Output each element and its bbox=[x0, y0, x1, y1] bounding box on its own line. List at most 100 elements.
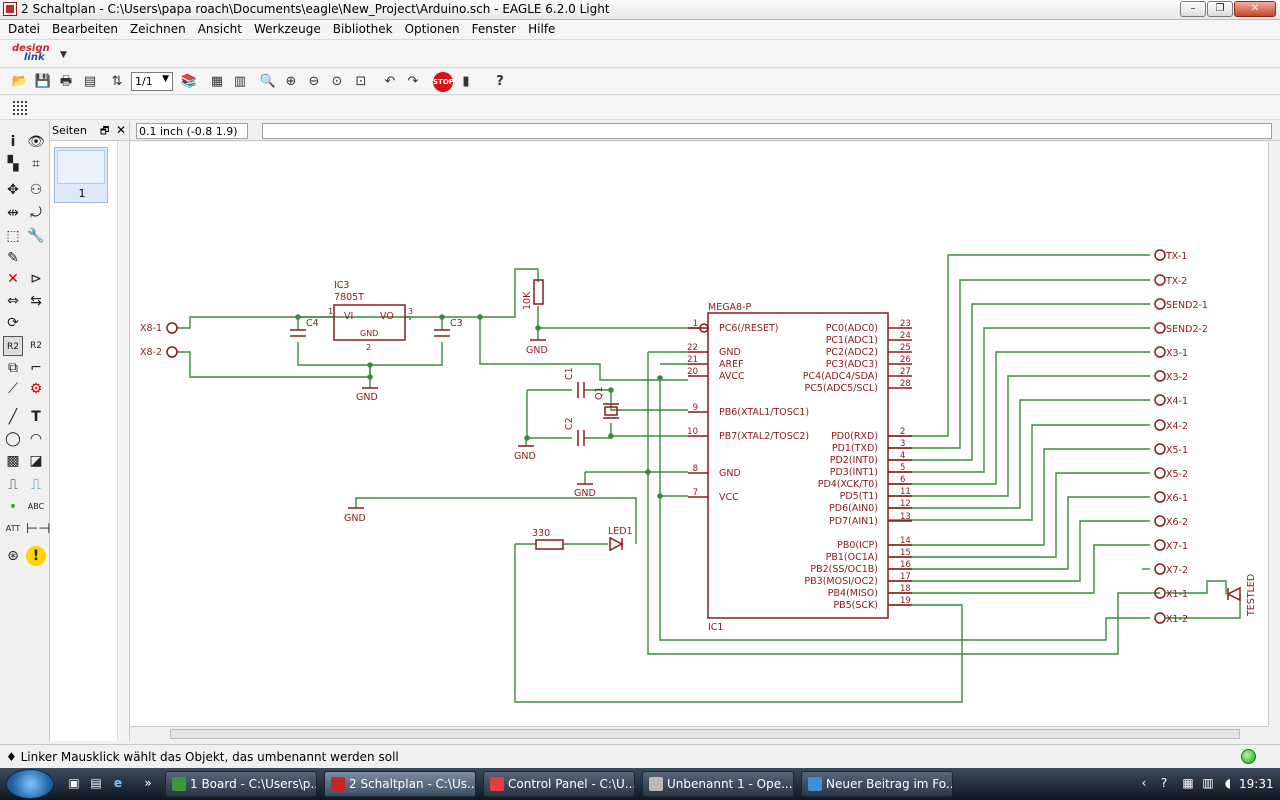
erc-icon[interactable]: ⊛ bbox=[7, 548, 19, 564]
ic1-right-pin-label: PC0(ADC0) bbox=[826, 323, 878, 334]
undo-icon[interactable]: ↶ bbox=[384, 74, 396, 89]
c4-symbol bbox=[290, 329, 306, 337]
errors-icon[interactable]: ! bbox=[26, 546, 46, 566]
restore-button[interactable]: ❐ bbox=[1207, 1, 1233, 17]
eagle-app-icon[interactable] bbox=[3, 2, 17, 16]
arc-icon[interactable]: ◠ bbox=[29, 431, 43, 447]
copy-icon[interactable]: ⚇ bbox=[29, 182, 43, 198]
save-icon[interactable]: 💾 bbox=[34, 74, 52, 89]
mirror-icon[interactable]: ⇹ bbox=[7, 205, 19, 221]
menu-optionen[interactable]: Optionen bbox=[404, 22, 460, 36]
task-schematic[interactable]: 2 Schaltplan - C:\Us... bbox=[324, 771, 476, 797]
polygon-icon[interactable]: ◪ bbox=[29, 453, 43, 469]
ie-icon[interactable]: e bbox=[113, 776, 123, 790]
menu-ansicht[interactable]: Ansicht bbox=[197, 22, 242, 36]
net-sck bbox=[514, 544, 963, 703]
horizontal-scroll-thumb[interactable] bbox=[170, 729, 1240, 739]
bus-icon[interactable]: ⎍ bbox=[8, 477, 18, 493]
open-icon[interactable]: 📂 bbox=[11, 74, 29, 89]
delete-icon[interactable]: ✕ bbox=[7, 271, 19, 287]
invoke-icon[interactable]: ⚙ bbox=[29, 381, 43, 397]
zoom-in-icon[interactable]: ⊕ bbox=[285, 74, 297, 89]
menu-hilfe[interactable]: Hilfe bbox=[528, 22, 556, 36]
grid-icon[interactable] bbox=[12, 100, 28, 116]
display-icon[interactable]: ▚ bbox=[7, 156, 19, 172]
print-icon[interactable]: 🖶 bbox=[59, 74, 73, 89]
close-icon[interactable]: ✕ bbox=[116, 123, 127, 137]
horizontal-scrollbar[interactable] bbox=[130, 726, 1268, 740]
help-icon[interactable]: ? bbox=[496, 74, 504, 89]
design-link-logo[interactable]: design link bbox=[12, 44, 50, 63]
script-icon[interactable]: ▦ bbox=[210, 74, 224, 89]
net-icon[interactable]: ⎍ bbox=[31, 477, 41, 493]
sheets-scrollbar[interactable] bbox=[117, 141, 129, 741]
tray-device-icon[interactable]: ▥ bbox=[1202, 776, 1214, 790]
menu-zeichnen[interactable]: Zeichnen bbox=[129, 22, 186, 36]
split-icon[interactable]: ⟋ bbox=[8, 381, 18, 397]
tray-help-icon[interactable]: ? bbox=[1160, 776, 1168, 790]
move-icon[interactable]: ✥ bbox=[7, 182, 19, 198]
mark-icon[interactable]: ⌗ bbox=[32, 156, 40, 172]
info-icon[interactable]: i bbox=[10, 134, 16, 150]
menu-werkzeuge[interactable]: Werkzeuge bbox=[254, 22, 321, 36]
wire-icon[interactable]: ╱ bbox=[8, 409, 18, 425]
close-button[interactable]: ✕ bbox=[1234, 1, 1276, 17]
start-button[interactable] bbox=[6, 769, 54, 799]
name-icon[interactable]: R2 bbox=[3, 336, 23, 356]
menu-bearbeiten[interactable]: Bearbeiten bbox=[52, 22, 118, 36]
add-icon[interactable]: ⊳ bbox=[30, 271, 42, 287]
menu-datei[interactable]: Datei bbox=[8, 22, 41, 36]
miter-icon[interactable]: ⌐ bbox=[30, 360, 42, 376]
more-icon[interactable]: » bbox=[144, 776, 152, 790]
vertical-scrollbar[interactable] bbox=[1268, 142, 1280, 726]
ic1-left-pin-number: 20 bbox=[687, 367, 698, 377]
command-line-input[interactable] bbox=[262, 123, 1272, 139]
tray-network-icon[interactable]: ▦ bbox=[1182, 776, 1194, 790]
menu-bibliothek[interactable]: Bibliothek bbox=[332, 22, 393, 36]
dimension-icon[interactable]: ⊢⊣ bbox=[26, 521, 51, 537]
pinswap-icon[interactable]: ⇔ bbox=[7, 293, 19, 309]
switch-windows-icon[interactable]: ▤ bbox=[90, 776, 102, 790]
tray-volume-icon[interactable]: ◖ bbox=[1224, 776, 1232, 790]
label-icon[interactable]: ABC bbox=[27, 502, 45, 511]
sheet-select[interactable]: 1/1 ▼ bbox=[131, 72, 173, 91]
paste-icon[interactable]: ✎ bbox=[7, 250, 19, 266]
rotate-icon[interactable]: ⤾ bbox=[30, 205, 42, 221]
go-icon[interactable]: ▮ bbox=[462, 74, 470, 89]
show-desktop-icon[interactable]: ▣ bbox=[68, 776, 80, 790]
design-link-dropdown-icon[interactable]: ▼ bbox=[60, 50, 67, 60]
attribute-icon[interactable]: ATT bbox=[5, 524, 21, 533]
value-icon[interactable]: R2 bbox=[30, 341, 42, 351]
undock-icon[interactable]: 🗗 bbox=[100, 126, 110, 137]
zoom-out-icon[interactable]: ⊖ bbox=[308, 74, 320, 89]
smash-icon[interactable]: ⧉ bbox=[8, 360, 18, 376]
ic1-right-pin-number: 28 bbox=[900, 379, 911, 389]
task-openoffice[interactable]: Unbenannt 1 - Ope... bbox=[642, 771, 794, 797]
pin-swap-icon[interactable]: ⇅ bbox=[111, 74, 123, 89]
rect-icon[interactable]: ▩ bbox=[6, 453, 20, 469]
cam-icon[interactable]: ▤ bbox=[83, 74, 97, 89]
zoom-fit-icon[interactable]: 🔍 bbox=[259, 74, 277, 89]
stop-icon[interactable]: STOP bbox=[433, 72, 454, 92]
redo-icon[interactable]: ↷ bbox=[407, 74, 419, 89]
junction-icon[interactable]: • bbox=[8, 499, 18, 515]
zoom-redraw-icon[interactable]: ⊙ bbox=[331, 74, 343, 89]
text-icon[interactable]: T bbox=[31, 409, 41, 425]
gateswap-icon[interactable]: ⟳ bbox=[7, 315, 19, 331]
zoom-select-icon[interactable]: ⊡ bbox=[355, 74, 367, 89]
task-browser[interactable]: Neuer Beitrag im Fo... bbox=[801, 771, 953, 797]
minimize-button[interactable]: – bbox=[1180, 1, 1206, 17]
menu-fenster[interactable]: Fenster bbox=[471, 22, 517, 36]
replace-icon[interactable]: ⇆ bbox=[30, 293, 42, 309]
run-icon[interactable]: ▥ bbox=[233, 74, 247, 89]
change-icon[interactable]: 🔧 bbox=[27, 228, 45, 244]
task-control-panel[interactable]: Control Panel - C:\U... bbox=[483, 771, 635, 797]
group-icon[interactable]: ⬚ bbox=[6, 228, 20, 244]
show-icon[interactable]: 👁 bbox=[27, 134, 45, 150]
task-board[interactable]: 1 Board - C:\Users\p... bbox=[165, 771, 317, 797]
use-icon[interactable]: 📚 bbox=[180, 74, 198, 89]
sheet-thumbnail[interactable]: 1 bbox=[54, 147, 108, 203]
circle-icon[interactable]: ◯ bbox=[5, 431, 21, 447]
tray-arrow-icon[interactable]: ‹ bbox=[1141, 776, 1147, 790]
